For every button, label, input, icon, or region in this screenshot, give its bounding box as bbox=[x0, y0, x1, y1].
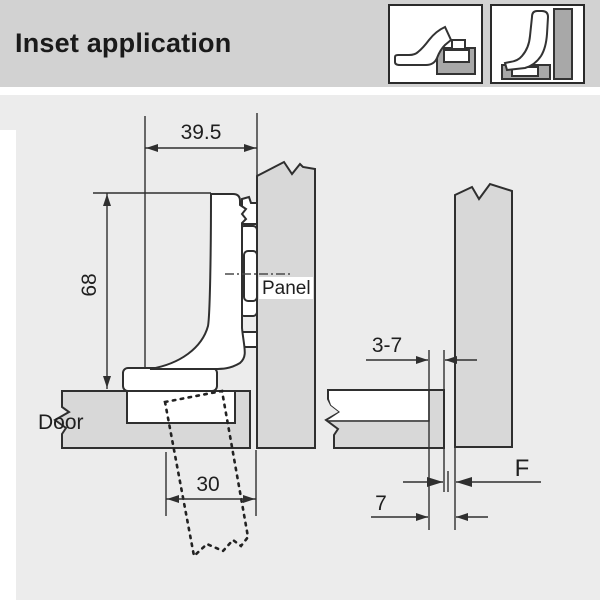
hinge-inset-profile-drawing bbox=[501, 8, 573, 80]
svg-text:3-7: 3-7 bbox=[372, 334, 402, 357]
icon-cup bbox=[443, 49, 470, 63]
hinge-arm bbox=[149, 193, 248, 370]
dimension-F: F bbox=[403, 455, 541, 492]
icon-hinge-arm bbox=[394, 25, 453, 66]
right-view-gap-detail: 3-7 F 7 bbox=[324, 182, 541, 530]
cup-boring bbox=[328, 391, 428, 420]
svg-text:68: 68 bbox=[78, 273, 101, 296]
svg-text:30: 30 bbox=[196, 473, 219, 496]
left-view-cross-section: Panel Door 39.5 68 bbox=[38, 113, 316, 559]
dimension-7: 7 bbox=[371, 492, 488, 521]
hinge-side-profile-drawing bbox=[394, 25, 476, 75]
hinge-inset-profile-icon bbox=[490, 4, 585, 84]
dimension-68: 68 bbox=[78, 192, 211, 389]
cabinet-panel bbox=[454, 182, 513, 448]
svg-text:7: 7 bbox=[375, 492, 387, 515]
hinge-cup-flange bbox=[122, 367, 218, 392]
cabinet-panel bbox=[256, 160, 316, 449]
open-door-dotted-outline bbox=[163, 389, 250, 559]
door-label: Door bbox=[38, 411, 84, 434]
dimension-3-7: 3-7 bbox=[366, 334, 477, 364]
dimension-30: 30 bbox=[165, 450, 257, 516]
svg-text:39.5: 39.5 bbox=[181, 121, 222, 144]
cup-boring bbox=[126, 390, 236, 424]
page-title: Inset application bbox=[15, 28, 232, 58]
panel-label: Panel bbox=[262, 278, 311, 299]
hinge-side-profile-icon bbox=[388, 4, 483, 84]
icon-hinge-arm bbox=[503, 10, 550, 72]
icon-panel bbox=[553, 8, 573, 80]
svg-text:F: F bbox=[515, 455, 530, 482]
dimension-39-5: 39.5 bbox=[145, 121, 257, 152]
mounting-plate-inner bbox=[243, 250, 258, 302]
